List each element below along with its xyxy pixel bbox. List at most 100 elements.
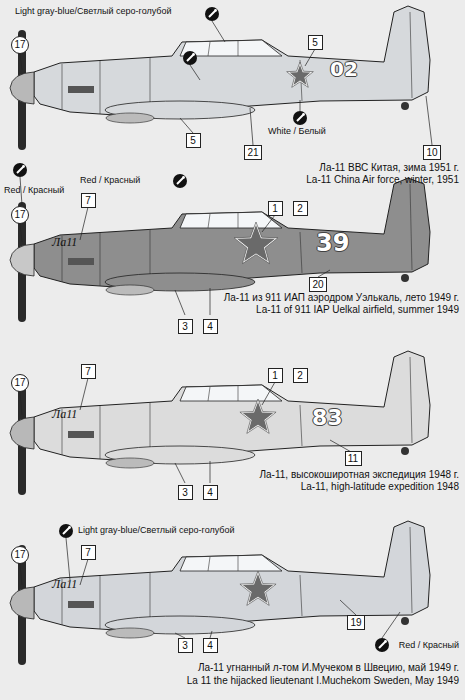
callout-number: 2 <box>293 201 308 216</box>
spinner <box>10 587 34 619</box>
callout-text: 19 <box>350 617 361 628</box>
aircraft-profile <box>10 521 430 665</box>
panel-line <box>410 357 412 443</box>
red-star <box>237 225 275 261</box>
callout-number: 2 <box>293 368 308 383</box>
tail-wheel <box>401 617 409 625</box>
leader-line <box>305 49 315 66</box>
color-note: White / Белый <box>268 126 326 136</box>
callout-number: 1 <box>268 368 283 383</box>
callout-text: 7 <box>85 366 91 377</box>
callout-number: 17 <box>11 36 29 54</box>
color-note: Light gray-blue/Светлый серо-голубой <box>78 525 235 535</box>
panel-line <box>208 214 210 228</box>
panel-line <box>238 386 239 401</box>
leader-line <box>382 612 400 638</box>
callout-text: 17 <box>14 209 25 220</box>
oil-cooler <box>106 628 154 638</box>
leader-line <box>66 538 70 580</box>
callout-number: 5 <box>308 35 323 50</box>
callout-text: 2 <box>297 370 303 381</box>
caption-line: La-11, high-latitude expedition 1948 <box>301 481 459 493</box>
leader-line <box>180 118 193 133</box>
panel-line <box>300 405 302 446</box>
paint-icon <box>59 524 73 538</box>
leader-line <box>175 463 185 483</box>
caption-line: Ла-11 из 911 ИАП аэродром Уэлькаль, лето… <box>224 292 459 304</box>
caption-line: La 11 the hijacked lieutenant I.Muchekom… <box>187 675 459 687</box>
exhaust-stacks <box>68 601 94 608</box>
red-star <box>290 65 311 85</box>
panel-line <box>238 41 239 56</box>
callout-number: 17 <box>11 206 29 224</box>
panel-line <box>410 527 412 613</box>
cowl-script: Ла11 <box>52 408 77 422</box>
caption-line: Ла-11, высокоширотная экспедиция 1948 г. <box>260 469 460 481</box>
callout-text: 4 <box>207 321 213 332</box>
exhaust-stacks <box>68 431 94 438</box>
oil-cooler <box>106 285 154 295</box>
leader-line <box>340 600 356 615</box>
panel-line <box>300 232 302 273</box>
star-border <box>240 571 276 605</box>
callout-number: 11 <box>345 451 362 466</box>
leader-line <box>300 100 301 111</box>
leader-line <box>20 54 22 70</box>
aircraft-profile <box>10 6 430 150</box>
paint-icon <box>183 51 197 65</box>
callout-number: 10 <box>423 145 441 160</box>
panel-line <box>100 576 101 629</box>
panel-line <box>238 556 239 571</box>
exhaust-stacks <box>68 86 94 93</box>
callout-text: 10 <box>426 147 437 158</box>
leader-line <box>175 290 185 315</box>
caption-line: La-11 China Air force, winter, 1951 <box>306 174 459 186</box>
tail-wheel <box>401 102 409 110</box>
panel-line <box>100 61 101 114</box>
callout-text: 1 <box>272 370 278 381</box>
callout-number: 3 <box>178 638 193 653</box>
panel-line <box>100 406 101 459</box>
color-note: Red / Красный <box>4 185 64 195</box>
paint-icon <box>293 111 307 125</box>
callout-text: 7 <box>85 195 91 206</box>
aircraft-number: 39 <box>316 230 349 258</box>
fuselage <box>34 178 430 288</box>
callout-text: 17 <box>14 549 25 560</box>
oil-cooler <box>106 113 154 123</box>
canopy <box>180 385 282 401</box>
leader-line <box>210 288 211 315</box>
callout-number: 4 <box>203 638 218 653</box>
callout-number: 3 <box>178 319 193 334</box>
callout-number: 17 <box>11 546 29 564</box>
color-note: Red / Красный <box>399 640 459 650</box>
fuselage <box>34 351 430 461</box>
callout-text: 3 <box>182 321 188 332</box>
callout-text: 4 <box>207 640 213 651</box>
panel-line <box>300 575 302 616</box>
exhaust-stacks <box>68 258 94 265</box>
callout-text: 3 <box>182 487 188 498</box>
callout-text: 5 <box>312 37 318 48</box>
callout-text: 5 <box>190 135 196 146</box>
paint-icon <box>375 638 389 652</box>
panel-line <box>208 42 210 56</box>
leader-line <box>262 382 275 405</box>
leader-line <box>212 21 225 42</box>
tail-wheel <box>401 447 409 455</box>
color-note: Red / Красный <box>80 175 140 185</box>
callout-text: 3 <box>182 640 188 651</box>
callout-text: 11 <box>348 453 358 464</box>
callout-number: 7 <box>81 364 96 379</box>
panel-line <box>100 233 101 286</box>
callout-text: 21 <box>247 147 258 158</box>
leader-line <box>262 215 275 232</box>
callout-text: 17 <box>14 377 25 388</box>
leader-line <box>80 207 88 240</box>
leader-line <box>20 224 22 242</box>
leader-line <box>20 392 22 415</box>
callout-number: 20 <box>309 277 327 292</box>
paint-icon <box>13 163 27 177</box>
callout-number: 4 <box>203 319 218 334</box>
